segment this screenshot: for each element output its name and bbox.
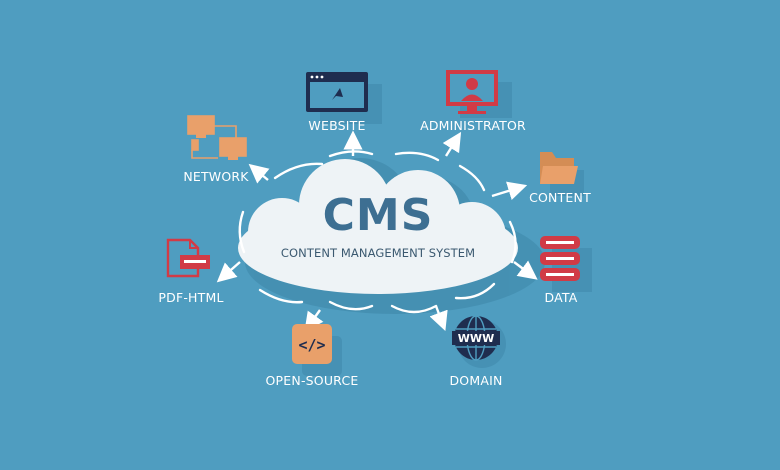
website-icon	[306, 72, 382, 124]
server-icon	[540, 236, 592, 292]
code-icon-text: </>	[298, 336, 325, 354]
cloud-arcs	[238, 150, 517, 314]
arrow-content	[491, 181, 528, 200]
arrow-open-source	[304, 309, 324, 332]
cms-title: CMS	[322, 190, 434, 241]
cms-subtitle: CONTENT MANAGEMENT SYSTEM	[280, 246, 476, 260]
network-icon	[187, 115, 247, 160]
code-icon: </>	[292, 324, 342, 376]
www-text: WWW	[458, 332, 494, 345]
arrow-network	[248, 163, 270, 184]
domain-label: DOMAIN	[449, 373, 503, 388]
arrow-administrator	[442, 131, 462, 157]
arrow-pdf-html	[216, 261, 241, 283]
website-label: WEBSITE	[308, 118, 366, 133]
connector-arrows	[216, 130, 538, 332]
administrator-icon	[446, 70, 512, 118]
network-label: NETWORK	[183, 169, 249, 184]
data-label: DATA	[544, 290, 578, 305]
content-label: CONTENT	[529, 190, 591, 205]
globe-icon: WWW	[452, 315, 506, 368]
arrow-data	[513, 260, 538, 280]
pdf-html-icon	[166, 238, 210, 278]
cms-cloud	[238, 159, 518, 294]
folder-icon	[540, 152, 584, 196]
pdf-html-label: PDF-HTML	[158, 290, 224, 305]
arrow-domain	[429, 305, 448, 331]
administrator-label: ADMINISTRATOR	[420, 118, 526, 133]
open-source-label: OPEN-SOURCE	[265, 373, 359, 388]
